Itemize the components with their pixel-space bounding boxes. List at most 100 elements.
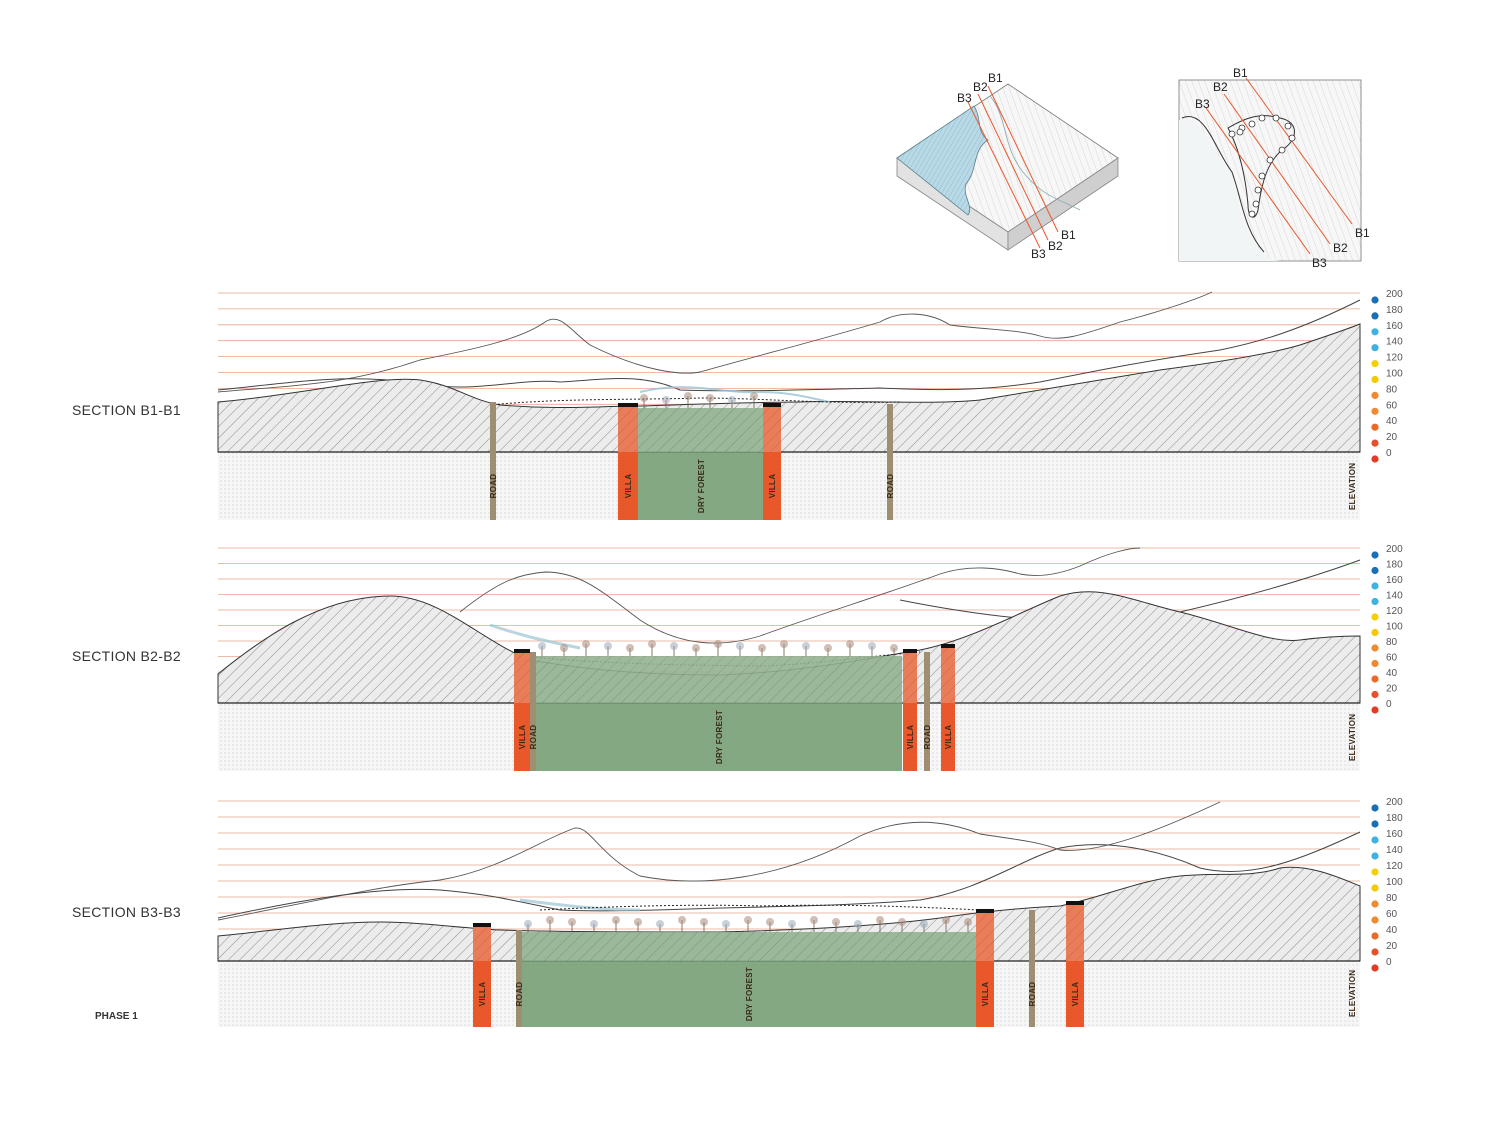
road-band-label: ROAD [489, 474, 498, 499]
scale-dot [1371, 644, 1379, 652]
scale-dot [1371, 375, 1379, 384]
scale-tick-label: 100 [1386, 622, 1403, 633]
villa-roof [903, 649, 917, 653]
water-table-line [489, 397, 901, 406]
road-band-label: ROAD [529, 725, 538, 750]
road-band [530, 652, 536, 771]
road-band-label: ROAD [1028, 982, 1037, 1007]
villa-roof [473, 923, 491, 927]
scale-dot [1371, 852, 1379, 860]
elevation-label: ELEVATION [1348, 463, 1357, 510]
scale-dot [1371, 675, 1379, 683]
villa-band-label: VILLA [906, 725, 915, 750]
cut-line-b1 [987, 85, 1059, 233]
tree-canopy [750, 392, 758, 400]
section-title: SECTION B1-B1 [72, 402, 181, 418]
tree-canopy [648, 640, 656, 648]
plan-cut-b2 [1223, 93, 1331, 245]
villa-roof [1066, 901, 1084, 905]
scale-dot [1371, 948, 1379, 956]
plan-cut-b1 [1245, 77, 1353, 225]
scale-tick-label: 20 [1386, 432, 1398, 443]
block-stream [989, 95, 1081, 211]
tree-canopy [890, 644, 898, 652]
scale-tick-label: 80 [1386, 893, 1398, 904]
scale-dot [1371, 964, 1379, 972]
scale-tick-label: 40 [1386, 668, 1398, 679]
scale-dot [1371, 836, 1379, 844]
river [489, 623, 581, 650]
isometric-site-block: B1 B2 B3 B1 B2 B3 [896, 71, 1119, 261]
scale-tick-label: 0 [1386, 957, 1392, 968]
scale-tick-label: 200 [1386, 544, 1403, 555]
iso-label-b1-bottom: B1 [1061, 228, 1076, 242]
tree-canopy [626, 644, 634, 652]
tree-canopy [684, 392, 692, 400]
plan-villa-markers [1228, 114, 1296, 218]
scale-tick-label: 140 [1386, 845, 1403, 856]
scale-tick-label: 100 [1386, 369, 1403, 380]
scale-dot [1371, 900, 1379, 908]
forest-band-hatch [522, 932, 976, 961]
iso-label-b3-bottom: B3 [1031, 247, 1046, 261]
far-skyline [459, 547, 1141, 644]
scale-tick-label: 60 [1386, 400, 1398, 411]
scale-dot [1371, 868, 1379, 876]
tree-canopy [920, 920, 928, 928]
villa-band-label: VILLA [768, 474, 777, 499]
road-band-label: ROAD [923, 725, 932, 750]
villa-roof [514, 649, 530, 653]
scale-tick-label: 0 [1386, 448, 1392, 459]
villa-roof [763, 403, 781, 407]
tree-canopy [582, 640, 590, 648]
villa-band-hatch [1066, 904, 1084, 961]
villa-band-label: VILLA [478, 982, 487, 1007]
scale-dot [1371, 328, 1379, 336]
road-band [490, 402, 496, 520]
tree-canopy [656, 920, 664, 928]
villa-band-hatch [473, 926, 491, 961]
plan-label-b3-top: B3 [1195, 97, 1210, 111]
road-band [887, 404, 893, 520]
tree-canopy [744, 916, 752, 924]
road-band [924, 652, 930, 771]
tree-canopy [692, 644, 700, 652]
tree-canopy [780, 640, 788, 648]
scale-tick-label: 160 [1386, 321, 1403, 332]
cut-line-b2 [977, 93, 1049, 241]
block-right-face [1007, 157, 1119, 251]
villa-band-hatch [763, 406, 781, 452]
terrain-mass [217, 323, 1361, 453]
tree-canopy [722, 920, 730, 928]
tree-canopy [728, 396, 736, 404]
tree-canopy [590, 920, 598, 928]
villa-band-hatch [618, 406, 638, 452]
cut-line-b3 [967, 101, 1041, 249]
far-skyline [217, 291, 1213, 393]
forest-band-hatch [536, 656, 902, 703]
section-title: SECTION B3-B3 [72, 904, 181, 920]
scale-tick-label: 160 [1386, 575, 1403, 586]
tree-canopy [846, 640, 854, 648]
plan-label-b3-bottom: B3 [1312, 256, 1327, 270]
villa-roof [941, 644, 955, 648]
river [519, 898, 641, 912]
tree-canopy [634, 918, 642, 926]
villa-band-label: VILLA [944, 725, 953, 750]
tree-canopy [766, 918, 774, 926]
scale-tick-label: 120 [1386, 606, 1403, 617]
plan-water [1179, 118, 1280, 261]
villa-band-hatch [903, 652, 917, 703]
tree-canopy [824, 644, 832, 652]
iso-label-b2-bottom: B2 [1048, 239, 1063, 253]
tree-canopy [942, 916, 950, 924]
villa-roof [618, 403, 638, 407]
plan-cut-b3 [1205, 107, 1311, 255]
villa-band-hatch [941, 647, 955, 703]
plan-label-b1-bottom: B1 [1355, 226, 1370, 240]
scale-dot [1371, 439, 1379, 447]
scale-tick-label: 180 [1386, 813, 1403, 824]
